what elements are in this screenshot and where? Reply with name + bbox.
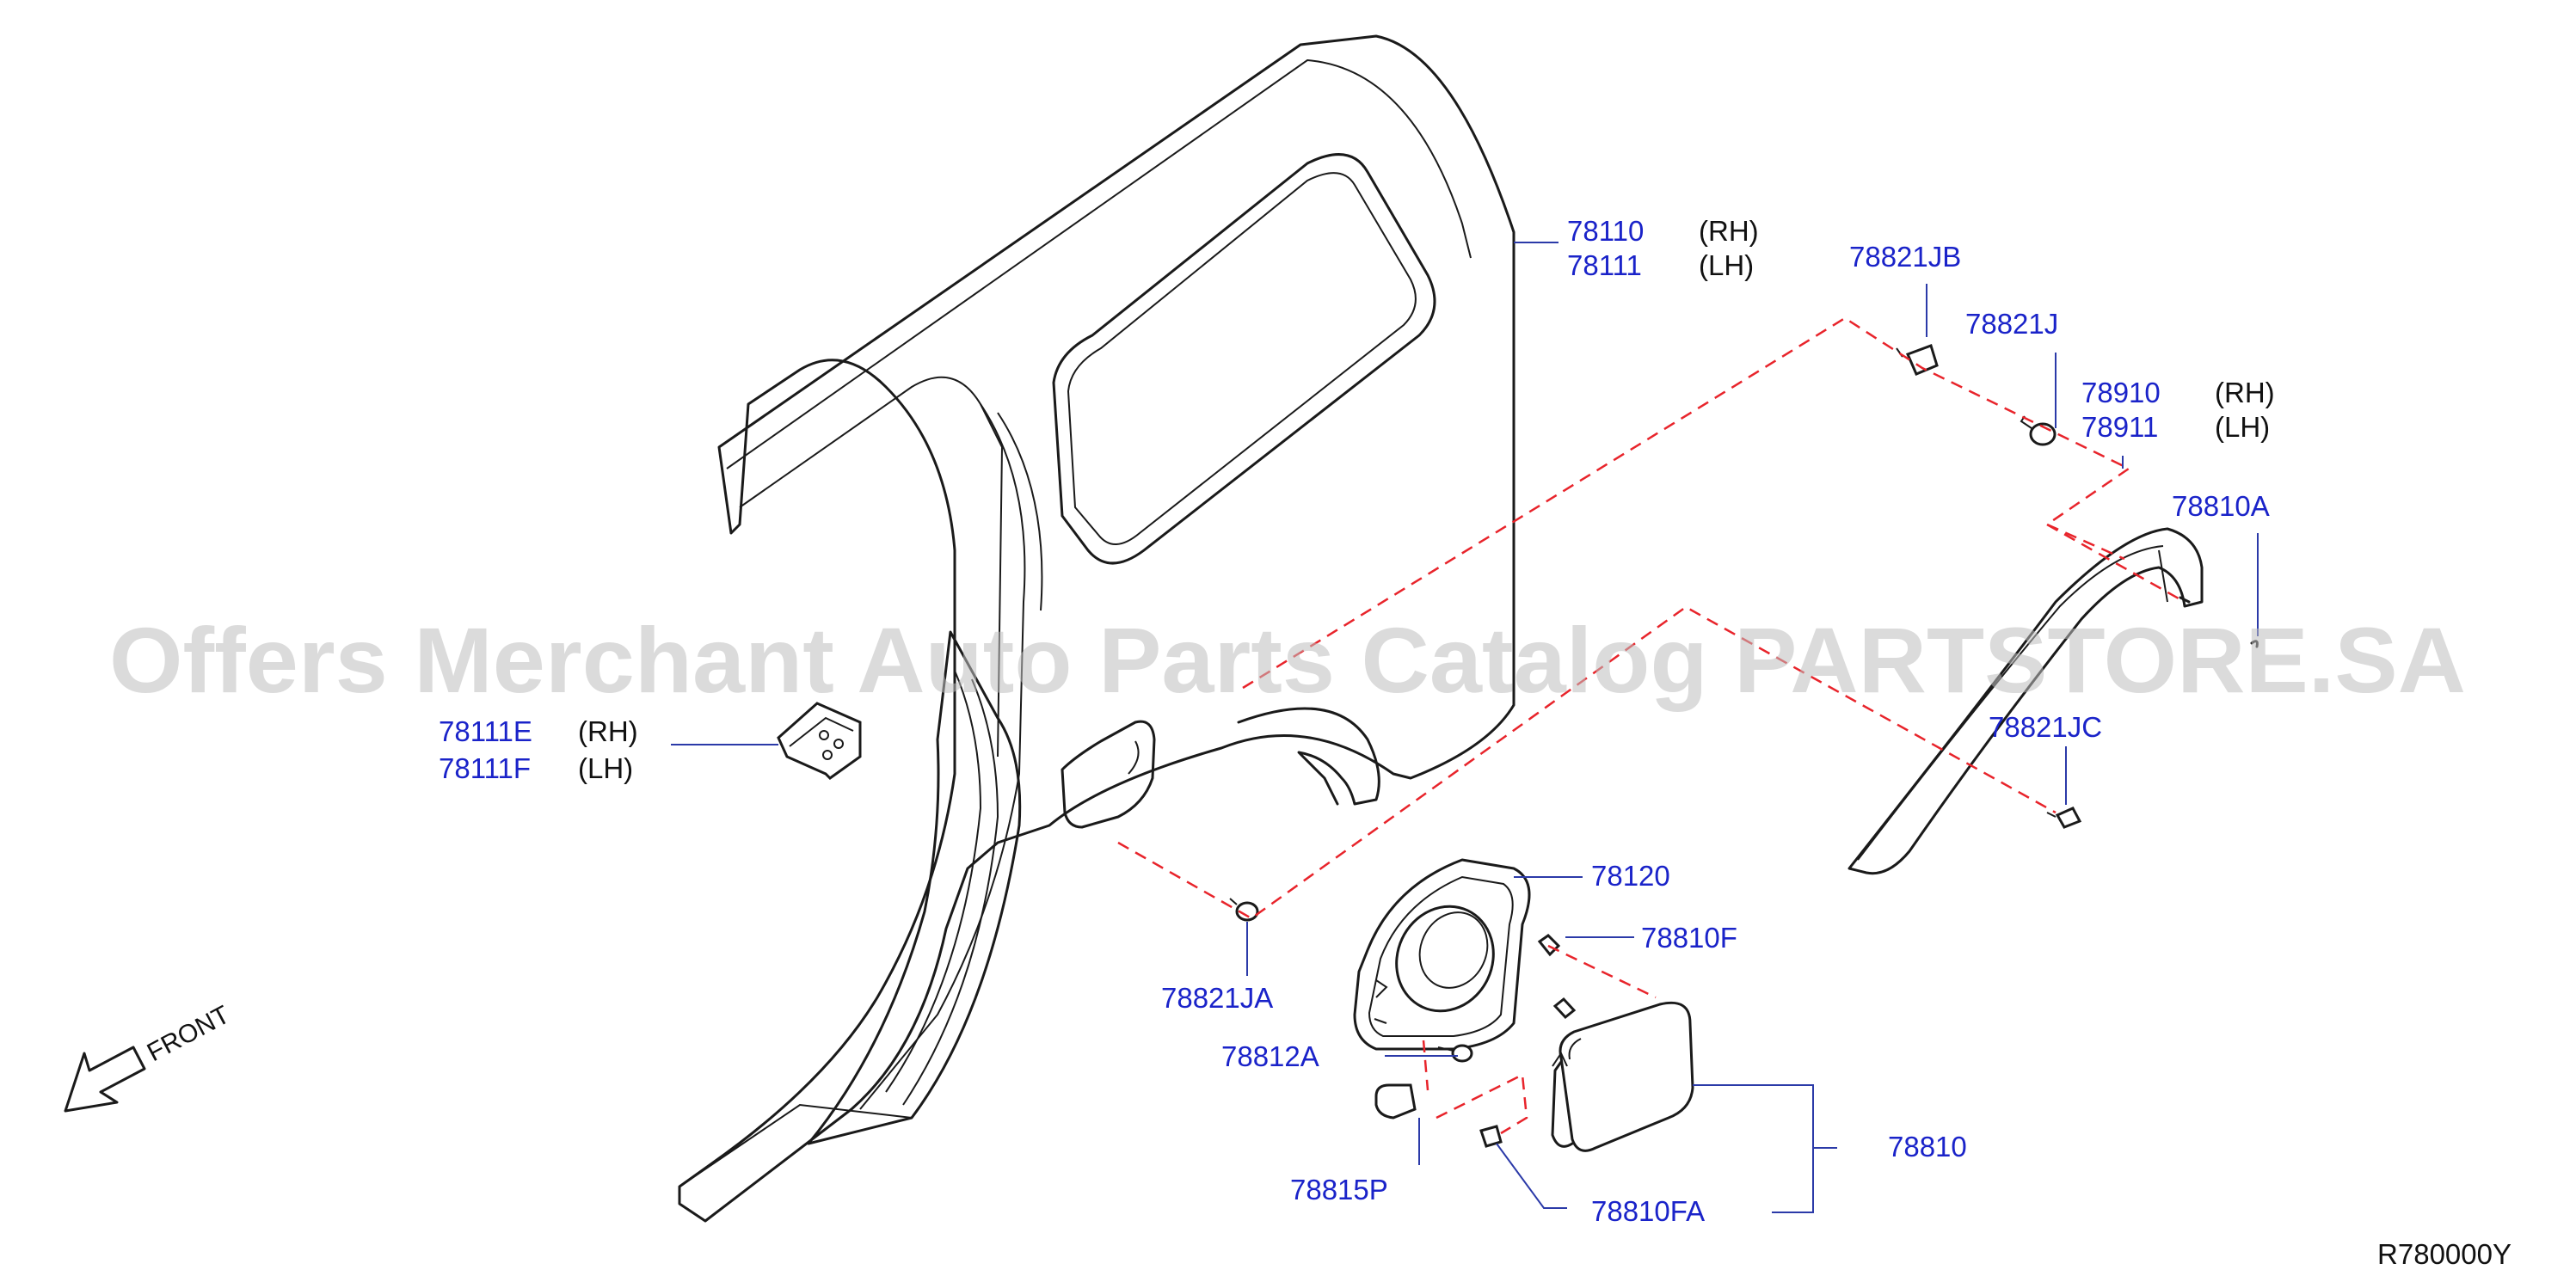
bumper-78810f[interactable] bbox=[1537, 934, 1577, 1020]
part-number-78815p[interactable]: 78815P bbox=[1290, 1174, 1388, 1205]
part-number-78821ja[interactable]: 78821JA bbox=[1161, 982, 1273, 1014]
part-number-78821j[interactable]: 78821J bbox=[1965, 308, 2058, 340]
callouts: 78110 (RH) 78111 (LH) 78821JB 78821J 789… bbox=[439, 215, 2275, 1227]
clip-78815p[interactable] bbox=[1374, 1083, 1417, 1120]
clip-78810a[interactable] bbox=[2250, 640, 2259, 648]
side-lh-78111: (LH) bbox=[1699, 249, 1754, 281]
part-number-78810[interactable]: 78810 bbox=[1888, 1131, 1967, 1163]
part-number-78110[interactable]: 78110 bbox=[1567, 215, 1644, 247]
part-number-78910[interactable]: 78910 bbox=[2081, 377, 2161, 408]
watermark-text: Offers Merchant Auto Parts Catalog PARTS… bbox=[109, 608, 2466, 712]
hinge-clip-78810fa[interactable] bbox=[1479, 1125, 1503, 1148]
side-lh-78911: (LH) bbox=[2215, 411, 2270, 443]
front-arrow bbox=[64, 1046, 146, 1113]
part-number-78120[interactable]: 78120 bbox=[1591, 860, 1670, 892]
side-rh-78110: (RH) bbox=[1699, 215, 1759, 247]
screw-78812a[interactable] bbox=[1437, 1044, 1473, 1063]
side-rh-78910: (RH) bbox=[2215, 377, 2275, 408]
part-number-78821jb[interactable]: 78821JB bbox=[1849, 241, 1961, 273]
part-number-78810f[interactable]: 78810F bbox=[1641, 922, 1737, 954]
diagram-code: R780000Y bbox=[2377, 1238, 2511, 1270]
clip-78821ja[interactable] bbox=[1229, 898, 1259, 922]
part-number-78911[interactable]: 78911 bbox=[2081, 411, 2158, 443]
part-number-78810a[interactable]: 78810A bbox=[2172, 490, 2270, 522]
part-number-78111e[interactable]: 78111E bbox=[439, 715, 532, 747]
side-lh-78111f: (LH) bbox=[578, 752, 633, 784]
leader-lines bbox=[671, 242, 2259, 1213]
part-number-78111f[interactable]: 78111F bbox=[439, 752, 531, 784]
part-number-78111[interactable]: 78111 bbox=[1567, 249, 1642, 281]
fastener-paths bbox=[1117, 316, 2186, 1135]
part-number-78812a[interactable]: 78812A bbox=[1221, 1040, 1319, 1072]
part-number-78821jc[interactable]: 78821JC bbox=[1989, 711, 2102, 743]
clip-78821jb[interactable] bbox=[1896, 344, 1939, 376]
side-rh-78111e: (RH) bbox=[578, 715, 638, 747]
fuel-filler-pocket[interactable] bbox=[1353, 858, 1531, 1051]
fuel-filler-lid[interactable] bbox=[1551, 1001, 1694, 1152]
rear-quarter-panel[interactable] bbox=[678, 34, 1515, 1223]
clip-78821jc[interactable] bbox=[2046, 807, 2082, 829]
front-label: FRONT bbox=[143, 1001, 235, 1068]
bracket-78111e[interactable] bbox=[777, 702, 862, 780]
part-number-78810fa[interactable]: 78810FA bbox=[1591, 1195, 1705, 1227]
